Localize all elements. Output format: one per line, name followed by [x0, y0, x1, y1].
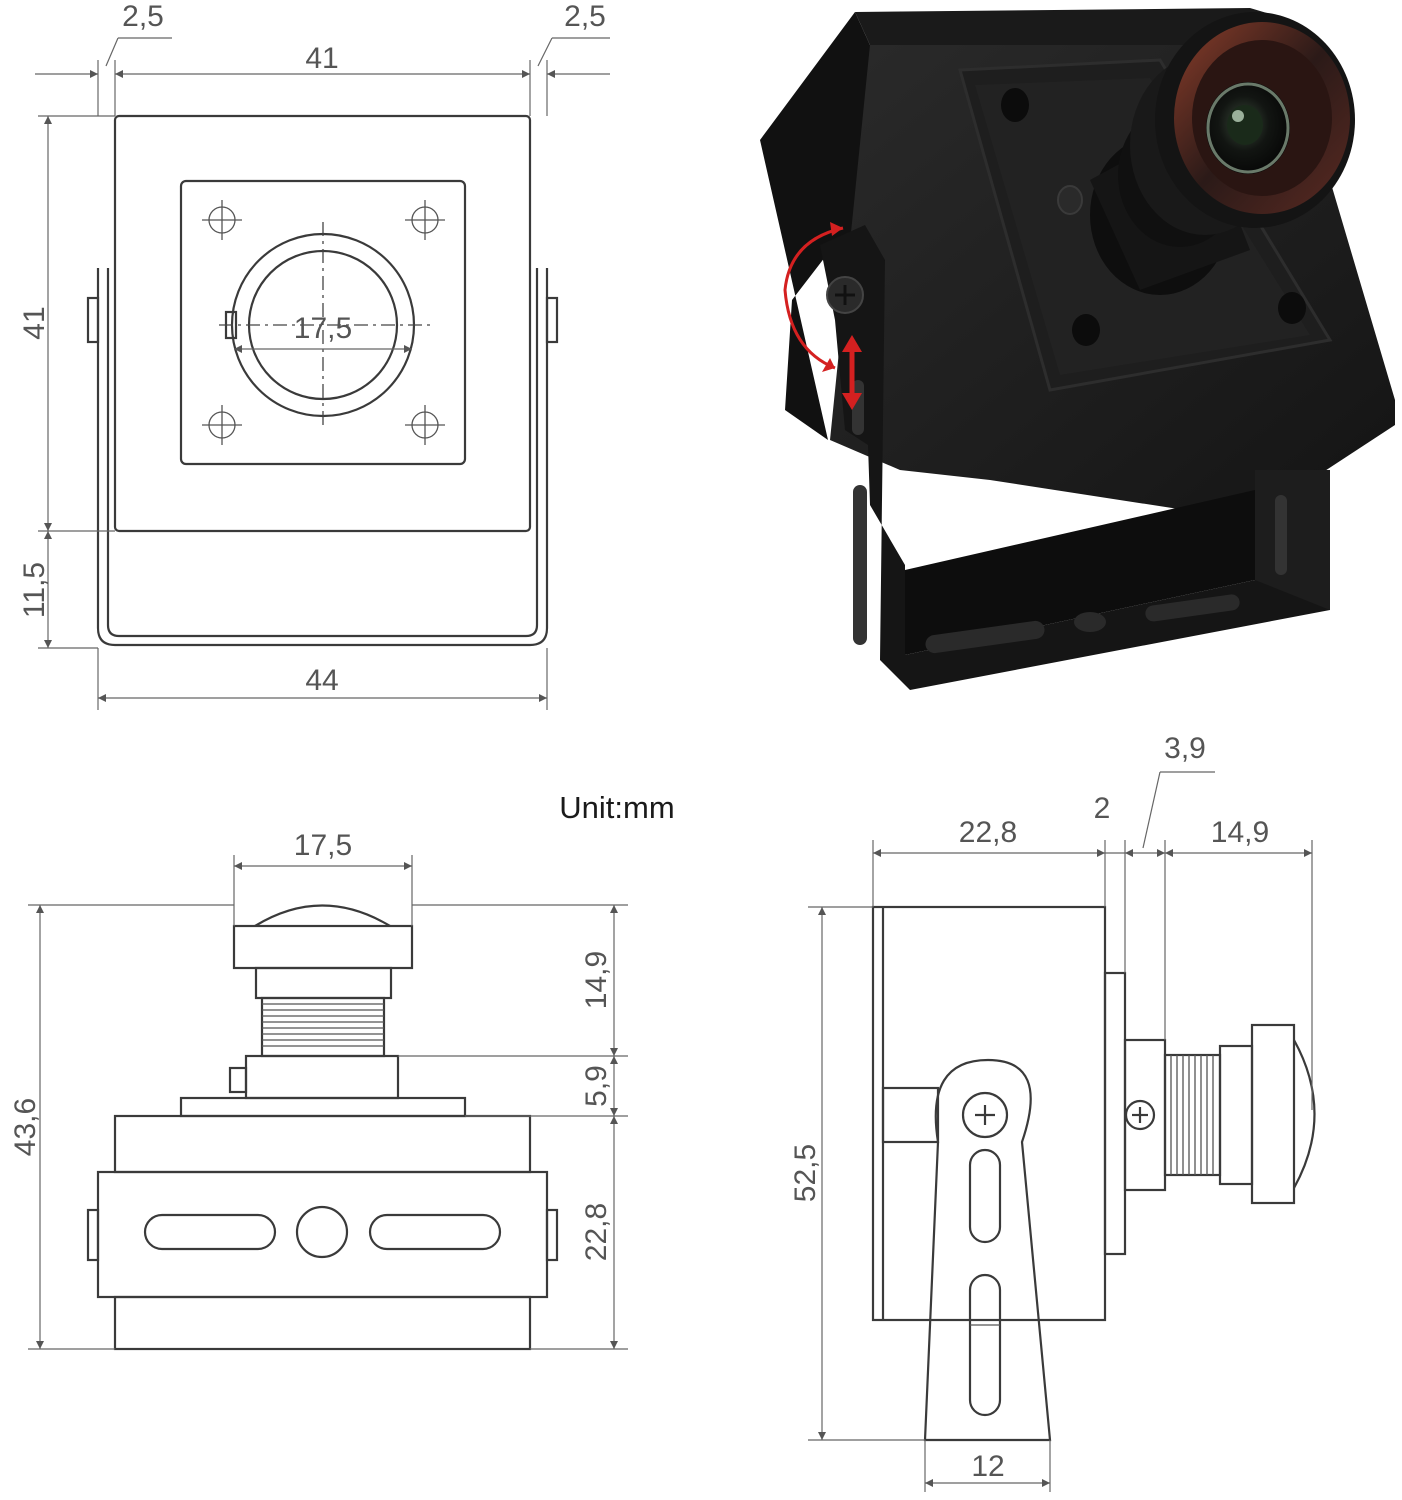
front-bracket-height-label: 11,5 [18, 562, 51, 618]
bottom-total-height-label: 43,6 [9, 1098, 42, 1156]
camera-side-face [760, 12, 875, 440]
bottom-view: 17,5 43,6 14,9 5,9 22,8 [9, 829, 628, 1351]
bottom-body [113, 1114, 532, 1174]
bottom-body-depth-label: 22,8 [580, 1203, 613, 1261]
bottom-lens-width-label: 17,5 [294, 829, 352, 862]
front-top-width-label: 41 [305, 42, 338, 75]
bottom-mount-height-label: 5,9 [580, 1065, 613, 1107]
front-body-height-label: 41 [18, 306, 51, 339]
side-gap-b-label: 3,9 [1164, 732, 1206, 765]
front-bottom-width-label: 44 [305, 664, 338, 697]
side-bracket-arm [923, 1058, 1052, 1442]
rotate-arrow [783, 226, 844, 370]
camera-bracket [820, 225, 1330, 690]
front-lens-diameter-label: 17,5 [294, 312, 352, 345]
bottom-lens-cap [232, 924, 414, 970]
mounting-holes [202, 200, 445, 445]
side-bracket-width-label: 12 [971, 1450, 1004, 1483]
unit-label: Unit:mm [559, 790, 674, 825]
lens-plate-outline [179, 179, 467, 466]
side-total-height-label: 52,5 [789, 1144, 822, 1202]
front-bracket [96, 268, 549, 647]
bottom-bracket [96, 1170, 549, 1299]
side-lens-cap [1250, 1023, 1296, 1205]
front-top-right-gap-label: 2,5 [564, 0, 606, 33]
side-gap-a-label: 2 [1094, 792, 1111, 825]
side-body [871, 905, 1107, 1322]
bottom-lens-height-label: 14,9 [580, 951, 613, 1009]
side-body-depth-label: 22,8 [959, 816, 1017, 849]
front-top-left-gap-label: 2,5 [122, 0, 164, 33]
side-view: 22,8 2 3,9 14,9 52,5 12 [789, 732, 1316, 1492]
camera-photo [760, 8, 1395, 690]
bottom-mount-plate [179, 1096, 467, 1118]
front-view: 17,5 2,5 41 2,5 41 11,5 44 [18, 0, 610, 710]
front-body-outline [113, 114, 532, 533]
side-lens-length-label: 14,9 [1211, 816, 1269, 849]
